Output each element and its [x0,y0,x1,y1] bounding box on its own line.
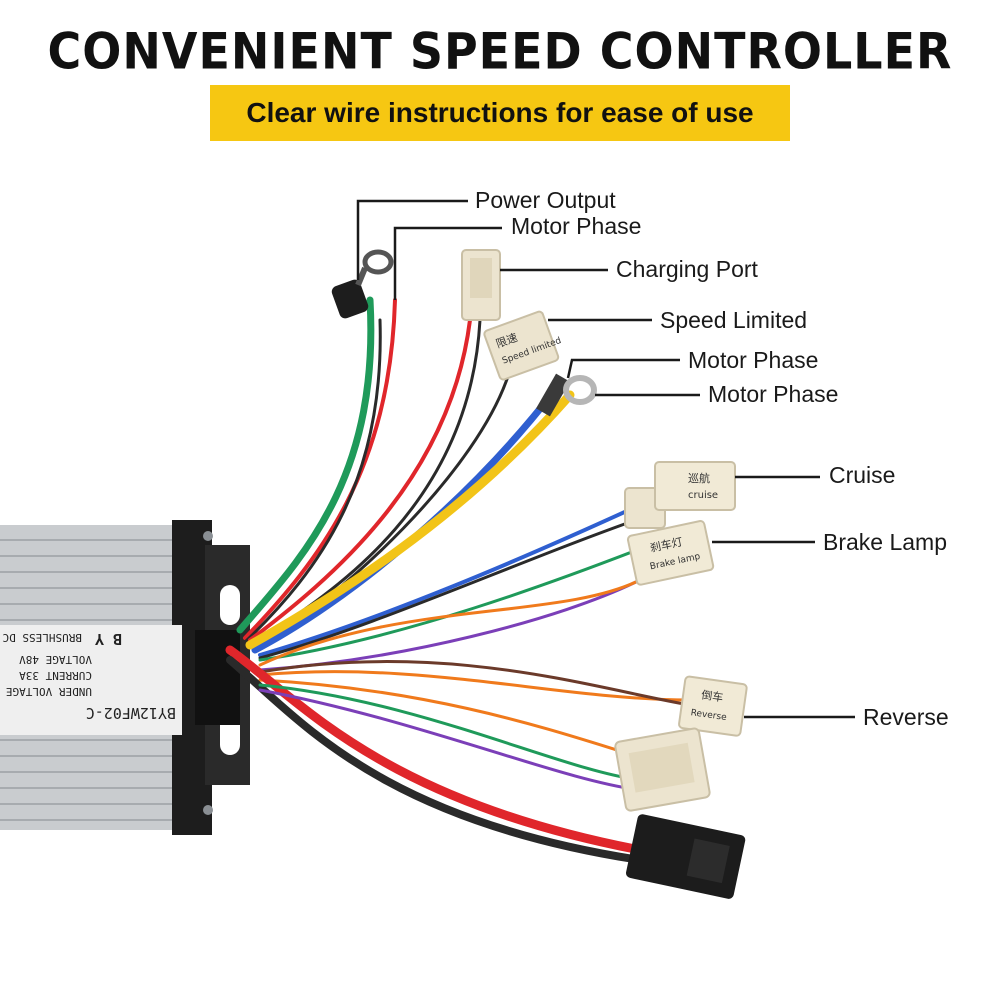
subtitle-text: Clear wire instructions for ease of use [246,97,754,128]
ring-terminal-phase [536,373,597,417]
wire-red-charging [248,318,472,642]
wire-yellow-phase [245,390,575,650]
cruise-tag-cn: 巡航 [688,471,710,485]
ring-terminal-power [331,249,394,319]
label-motor-phase-2: Motor Phase [688,347,818,373]
wire-green [236,296,375,634]
wire-brown [258,660,692,707]
brake-lamp-connector: 刹车灯 Brake lamp [626,520,715,586]
label-speed-limited: Speed Limited [660,307,807,333]
plate-line-1: BRUSHLESS DC [3,631,82,644]
wire-black-cruise [258,513,652,660]
label-brake-lamp: Brake Lamp [823,529,947,555]
reverse-tag-cn: 倒车 [700,687,724,704]
callout-labels: Power Output Motor Phase Charging Port S… [475,187,949,730]
plate-model: BY12WF02-C [86,704,176,722]
label-motor-phase-1: Motor Phase [511,213,641,239]
wire-orange-2 [258,670,692,702]
wire-black-motor [243,318,382,644]
plate-line-4: UNDER VOLTAGE [6,685,92,698]
charging-port-connector [461,249,501,321]
wire-purple-2 [258,688,642,792]
plate-line-3: CURRENT 33A [19,669,92,682]
wire-black-main [226,656,644,864]
label-charging-port: Charging Port [616,256,759,282]
label-reverse: Reverse [863,704,949,730]
leader-motor-phase-2 [566,358,680,379]
wire-purple [258,578,642,672]
controller-label-plate: BY12WF02-C UNDER VOLTAGE CURRENT 33A VOL… [0,625,182,735]
speed-limited-connector: 限速 Speed limited [483,310,563,381]
plate-line-2: VOLTAGE 48V [19,653,92,666]
reverse-connector: 倒车 Reverse [678,675,748,737]
wire-red-main [225,645,645,855]
leader-motor-phase-1 [393,226,502,300]
main-power-connector [626,814,746,899]
label-cruise: Cruise [829,462,895,488]
wire-green-2 [258,683,642,782]
wire-blue-cruise [258,503,642,657]
callout-lines [356,199,855,719]
cruise-connector: 巡航 cruise [624,461,736,529]
wire-orange-1 [258,578,642,667]
leader-power-output [356,199,468,280]
wire-bundle [225,296,692,864]
cruise-tag-en: cruise [688,490,718,501]
label-power-output: Power Output [475,187,616,213]
multi-pin-connector [614,727,711,812]
wire-green-brake [258,543,652,662]
label-motor-phase-3: Motor Phase [708,381,838,407]
page-title: CONVENIENT SPEED CONTROLLER [47,21,953,81]
plate-brand: B Y [95,630,122,648]
brake-tag-cn: 刹车灯 [649,534,684,555]
subtitle-banner: Clear wire instructions for ease of use [210,85,790,141]
